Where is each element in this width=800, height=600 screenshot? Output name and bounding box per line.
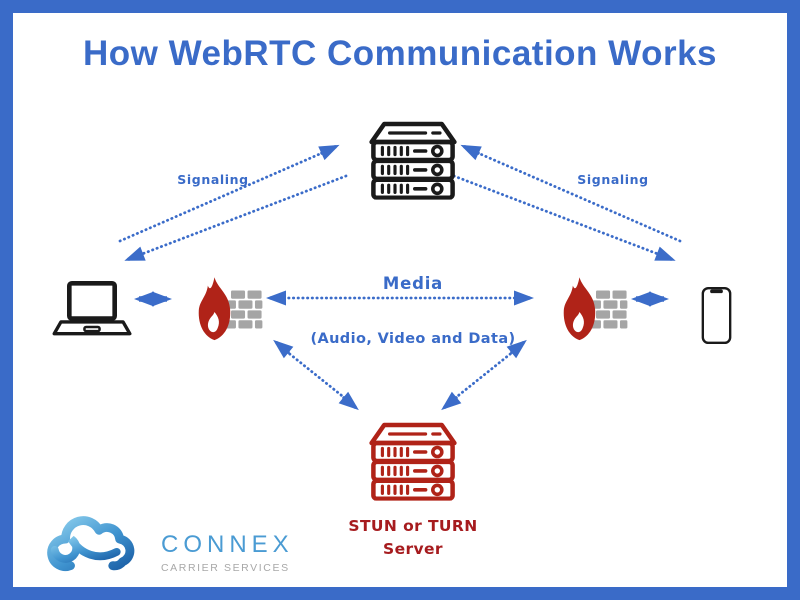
media-detail-label: (Audio, Video and Data) xyxy=(310,331,516,347)
signaling-server-icon xyxy=(368,120,458,200)
firewall-left-icon xyxy=(193,271,269,353)
stun-turn-server-icon xyxy=(368,421,458,501)
logo-tagline: CARRIER SERVICES xyxy=(161,561,290,574)
stun-turn-server-label: STUN or TURN Server xyxy=(313,515,513,561)
firewall-right-icon xyxy=(558,271,634,353)
signaling-label-left: Signaling xyxy=(177,172,249,187)
smartphone-icon xyxy=(701,284,732,347)
cloud-logo-icon xyxy=(47,516,135,572)
signaling-label-right: Signaling xyxy=(577,172,649,187)
connex-logo: CONNEX CARRIER SERVICES xyxy=(41,511,294,579)
signaling-arrows-left xyxy=(118,144,348,261)
logo-name: CONNEX xyxy=(161,530,294,558)
signaling-arrows-right xyxy=(452,144,682,261)
stun-arrow-right xyxy=(441,339,527,411)
media-label: Media xyxy=(382,274,444,293)
stun-label-line2: Server xyxy=(383,540,443,558)
page-title: How WebRTC Communication Works xyxy=(82,34,717,73)
laptop-icon xyxy=(50,279,134,343)
stun-label-line1: STUN or TURN xyxy=(348,517,478,535)
stun-arrow-left xyxy=(273,339,359,411)
